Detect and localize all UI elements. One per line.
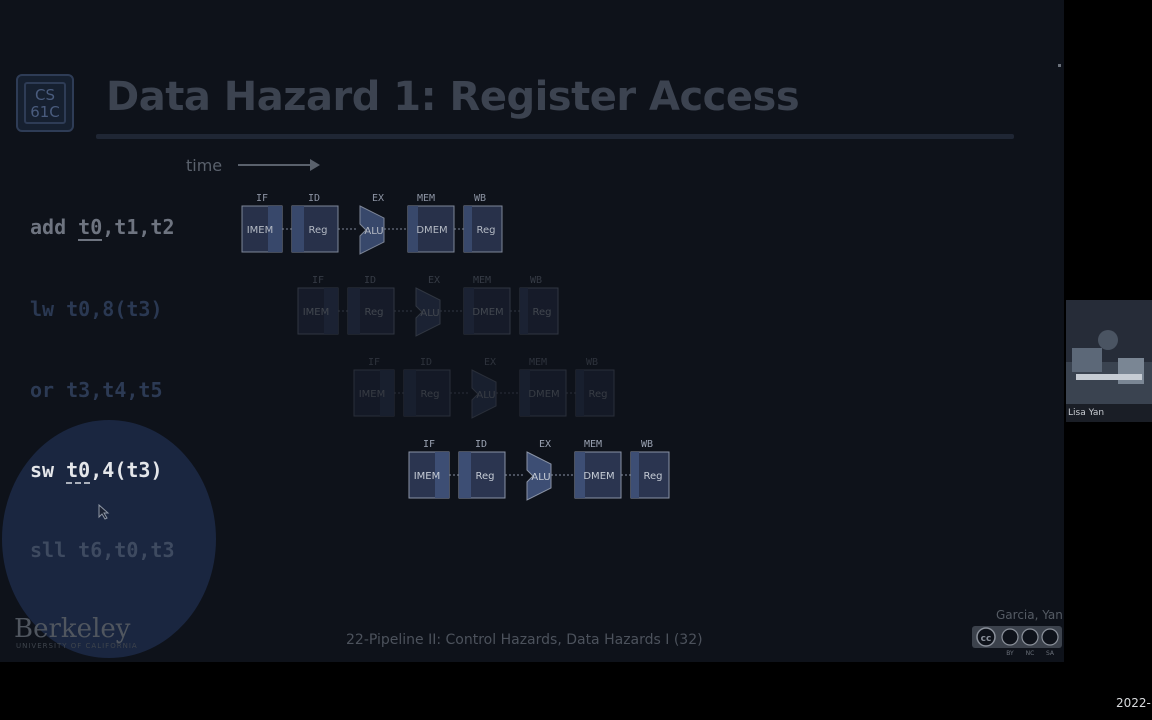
pipeline-diagram-lw: IF ID EX MEM WB IMEM Reg ALU DMEM Reg	[296, 272, 561, 340]
stage-label-ex: EX	[428, 275, 440, 286]
stage-label-id: ID	[475, 439, 487, 450]
stage-label-id: ID	[420, 357, 432, 368]
slide-footer: 22-Pipeline II: Control Hazards, Data Ha…	[346, 632, 703, 648]
instruction-or: or t3,t4,t5	[30, 378, 163, 402]
stage-label-ex: EX	[372, 193, 384, 204]
register-file-unit: Reg	[403, 369, 451, 417]
dmem-unit: DMEM	[519, 369, 567, 417]
svg-text:Reg: Reg	[476, 471, 495, 482]
svg-text:NC: NC	[1026, 650, 1035, 656]
pipeline-diagram-add: IF ID EX MEM WB IMEM Reg ALU DMEM Reg	[240, 190, 505, 258]
svg-text:Reg: Reg	[589, 389, 608, 400]
title-underline	[96, 134, 1014, 139]
alu-unit: ALU	[359, 205, 385, 255]
time-arrow-icon	[238, 159, 320, 171]
register-file-unit: Reg	[458, 451, 506, 499]
svg-text:Reg: Reg	[309, 225, 328, 236]
svg-text:IMEM: IMEM	[303, 307, 330, 318]
cs61c-logo: CS 61C	[16, 74, 74, 132]
svg-text:Reg: Reg	[421, 389, 440, 400]
svg-text:ALU: ALU	[531, 472, 550, 483]
dmem-unit: DMEM	[407, 205, 455, 253]
svg-text:Reg: Reg	[644, 471, 663, 482]
imem-unit: IMEM	[297, 287, 339, 335]
berkeley-subtitle: UNIVERSITY OF CALIFORNIA	[16, 642, 138, 650]
time-label: time	[186, 156, 223, 175]
instruction-sw: sw t0,4(t3)	[30, 458, 163, 484]
writeback-register-unit: Reg	[630, 451, 670, 499]
imem-unit: IMEM	[241, 205, 283, 253]
writeback-register-unit: Reg	[575, 369, 615, 417]
alu-unit: ALU	[526, 451, 552, 501]
svg-text:Reg: Reg	[477, 225, 496, 236]
svg-text:DMEM: DMEM	[416, 225, 447, 236]
stage-label-wb: WB	[586, 357, 598, 368]
svg-text:cc: cc	[981, 634, 992, 644]
svg-text:Reg: Reg	[533, 307, 552, 318]
creative-commons-license-icon: cc BY NC SA	[972, 626, 1062, 656]
webcam-scene-icon	[1066, 300, 1152, 404]
stage-label-id: ID	[364, 275, 376, 286]
svg-text:DMEM: DMEM	[528, 389, 559, 400]
svg-text:SA: SA	[1046, 650, 1055, 656]
stage-label-wb: WB	[530, 275, 542, 286]
dmem-unit: DMEM	[574, 451, 622, 499]
lecture-slide: CS 61C Data Hazard 1: Register Access ti…	[0, 0, 1064, 662]
stage-label-wb: WB	[474, 193, 486, 204]
instruction-add: add t0,t1,t2	[30, 215, 175, 241]
webcam-video	[1066, 300, 1152, 404]
berkeley-logo: Berkeley	[14, 614, 131, 644]
stage-label-mem: MEM	[584, 439, 602, 450]
register-file-unit: Reg	[347, 287, 395, 335]
clock-date: 2022-	[1116, 696, 1151, 710]
stage-label-id: ID	[308, 193, 320, 204]
svg-text:BY: BY	[1006, 650, 1014, 656]
stage-label-wb: WB	[641, 439, 653, 450]
svg-text:ALU: ALU	[476, 390, 495, 401]
slide-authors: Garcia, Yan	[996, 608, 1063, 622]
svg-text:Reg: Reg	[365, 307, 384, 318]
alu-unit: ALU	[471, 369, 497, 419]
stage-label-if: IF	[368, 357, 380, 368]
svg-text:DMEM: DMEM	[583, 471, 614, 482]
svg-text:DMEM: DMEM	[472, 307, 503, 318]
screen-dot	[1058, 64, 1061, 67]
svg-text:IMEM: IMEM	[247, 225, 274, 236]
pipeline-diagram-or: IF ID EX MEM WB IMEM Reg ALU DMEM Reg	[352, 354, 617, 422]
writeback-register-unit: Reg	[519, 287, 559, 335]
svg-text:IMEM: IMEM	[414, 471, 441, 482]
slide-title: Data Hazard 1: Register Access	[106, 74, 800, 120]
stage-label-ex: EX	[539, 439, 551, 450]
svg-text:IMEM: IMEM	[359, 389, 386, 400]
stage-label-ex: EX	[484, 357, 496, 368]
register-file-unit: Reg	[291, 205, 339, 253]
imem-unit: IMEM	[353, 369, 395, 417]
imem-unit: IMEM	[408, 451, 450, 499]
alu-unit: ALU	[415, 287, 441, 337]
webcam-thumbnail[interactable]	[1066, 300, 1152, 422]
mouse-pointer-icon	[98, 504, 110, 520]
stage-label-if: IF	[423, 439, 435, 450]
dmem-unit: DMEM	[463, 287, 511, 335]
pipeline-diagram-sw: IF ID EX MEM WB IMEM Reg ALU DMEM Reg	[407, 436, 672, 504]
stage-label-if: IF	[256, 193, 268, 204]
stage-label-mem: MEM	[417, 193, 435, 204]
spotlight-highlight	[2, 420, 216, 658]
stage-label-if: IF	[312, 275, 324, 286]
writeback-register-unit: Reg	[463, 205, 503, 253]
svg-text:ALU: ALU	[364, 226, 383, 237]
webcam-name-label: Lisa Yan	[1068, 408, 1105, 418]
svg-text:ALU: ALU	[420, 308, 439, 319]
instruction-sll: sll t6,t0,t3	[30, 538, 175, 562]
instruction-lw: lw t0,8(t3)	[30, 297, 163, 321]
stage-label-mem: MEM	[473, 275, 491, 286]
stage-label-mem: MEM	[529, 357, 547, 368]
